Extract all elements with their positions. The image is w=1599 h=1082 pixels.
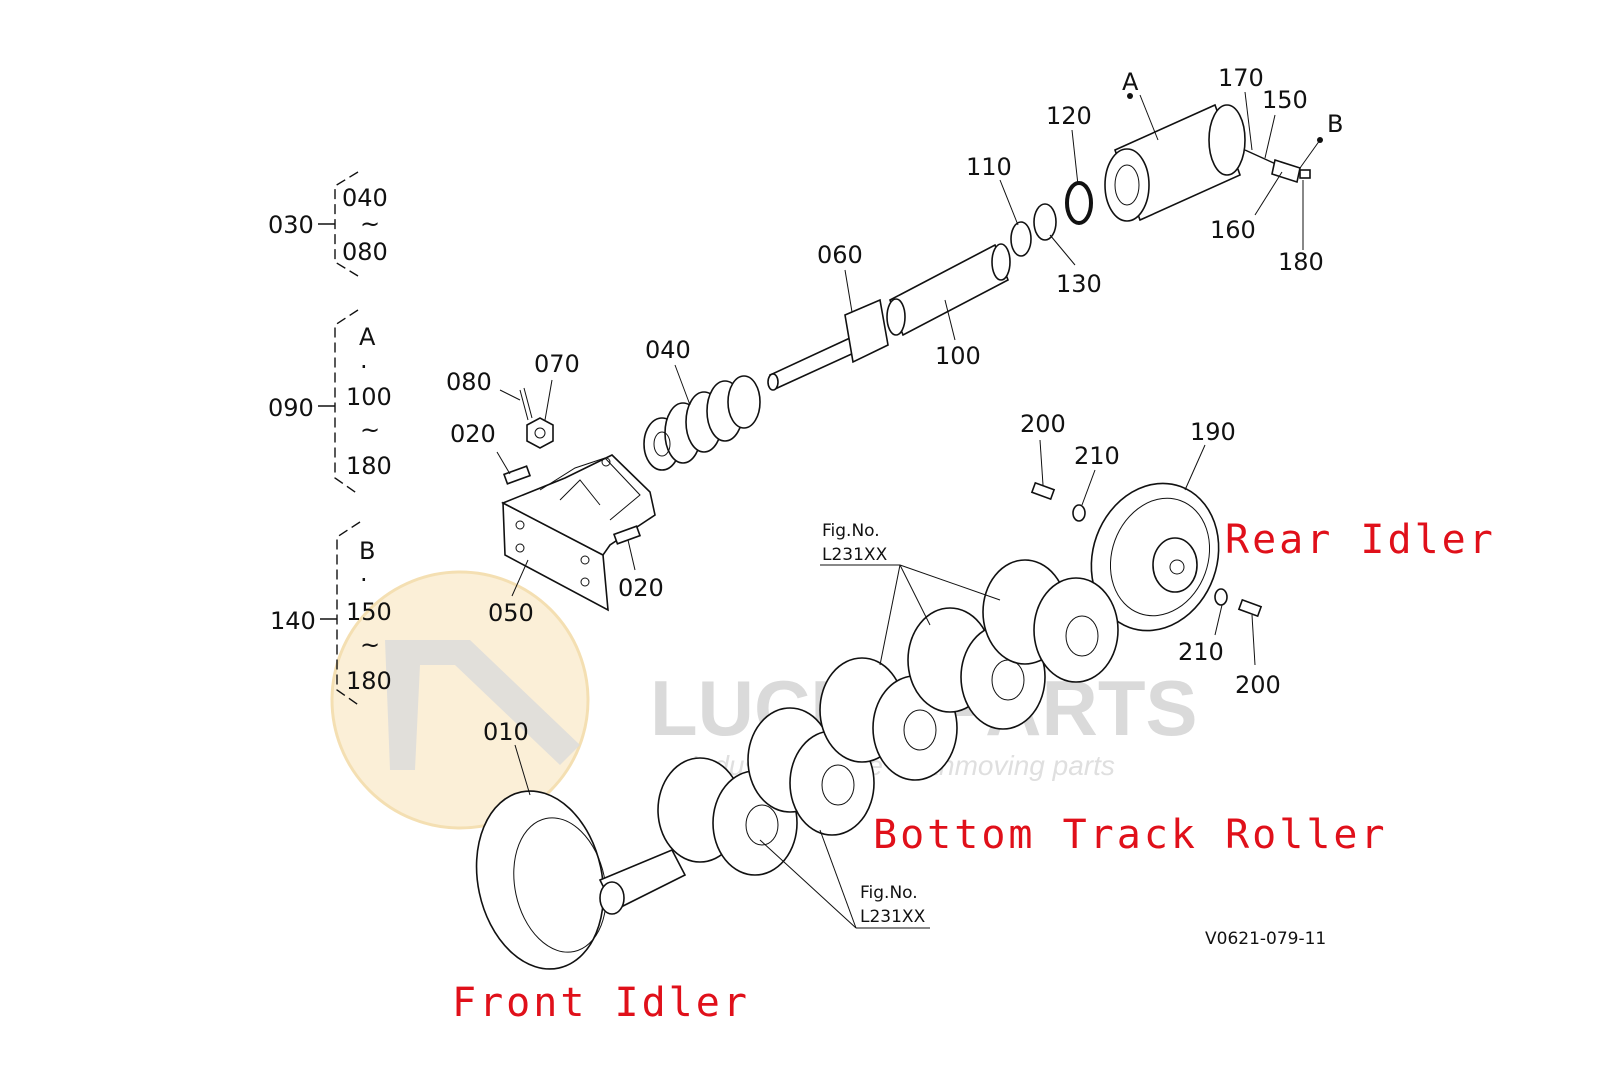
callout-200-lower: 200 <box>1235 671 1281 699</box>
callout-190: 190 <box>1190 418 1236 446</box>
group-item: · <box>360 353 368 381</box>
title-bottom-track-roller: Bottom Track Roller <box>873 812 1388 858</box>
front-idler-010 <box>475 790 687 970</box>
washer-210-upper <box>1072 504 1086 522</box>
bolt-200-lower <box>1237 598 1263 618</box>
callout-160: 160 <box>1210 216 1256 244</box>
group-item: · <box>360 566 368 594</box>
spring-040 <box>643 375 761 471</box>
callout-040: 040 <box>645 336 691 364</box>
group-item: 150 <box>346 598 392 626</box>
callout-050: 050 <box>488 599 534 627</box>
callout-100: 100 <box>935 342 981 370</box>
tube-assembly-A <box>1104 103 1246 222</box>
ring-110 <box>1010 221 1032 257</box>
nut-070 <box>526 417 554 449</box>
group-label-140: 140 <box>270 607 316 635</box>
grease-fitting-B <box>1244 149 1311 184</box>
watermark-logo-mark <box>385 640 580 770</box>
fig-ref-lower: Fig.No. L231XX <box>860 883 926 927</box>
track-roller-5 <box>982 559 1119 683</box>
pin-080 <box>519 387 533 421</box>
group-label-030: 030 <box>268 211 314 239</box>
group-item: ~ <box>360 416 380 444</box>
group-item: ~ <box>360 210 380 238</box>
fig-ref-upper: Fig.No. L231XX <box>822 521 888 565</box>
rod-060 <box>767 298 889 391</box>
callouts: A 170 150 B 160 180 120 110 130 060 100 … <box>446 64 1343 746</box>
title-rear-idler: Rear Idler <box>1225 517 1496 563</box>
callout-060: 060 <box>817 241 863 269</box>
group-030: 030 040 ~ 080 <box>268 171 388 277</box>
group-item: 080 <box>342 238 388 266</box>
callout-130: 130 <box>1056 270 1102 298</box>
ring-120 <box>1065 181 1093 225</box>
fig-ref-line2: L231XX <box>860 907 926 927</box>
leader-lines <box>496 91 1321 929</box>
group-item: 100 <box>346 383 392 411</box>
callout-180: 180 <box>1278 248 1324 276</box>
callout-110: 110 <box>966 153 1012 181</box>
rear-idler-190 <box>1090 482 1220 632</box>
callout-170: 170 <box>1218 64 1264 92</box>
group-label-090: 090 <box>268 394 314 422</box>
title-front-idler: Front Idler <box>452 980 750 1026</box>
callout-200-upper: 200 <box>1020 410 1066 438</box>
cylinder-100 <box>886 243 1011 337</box>
group-item: B <box>359 537 375 565</box>
group-090: 090 A · 100 ~ 180 <box>268 309 392 495</box>
bolt-200-upper <box>1030 481 1056 501</box>
group-item: ~ <box>360 631 380 659</box>
callout-B: B <box>1327 110 1343 138</box>
callout-080: 080 <box>446 368 492 396</box>
drawing-code: V0621-079-11 <box>1205 929 1326 949</box>
bolt-020-upper <box>502 465 532 485</box>
bracket-050 <box>501 454 656 612</box>
callout-010: 010 <box>483 718 529 746</box>
group-item: 180 <box>346 452 392 480</box>
bolt-020-lower <box>612 525 642 545</box>
callout-120: 120 <box>1046 102 1092 130</box>
callout-020-upper: 020 <box>450 420 496 448</box>
ring-130 <box>1033 203 1057 241</box>
group-item: 180 <box>346 667 392 695</box>
callout-A: A <box>1122 68 1139 96</box>
washer-210-lower <box>1214 588 1228 606</box>
callout-150: 150 <box>1262 86 1308 114</box>
fig-ref-line1: Fig.No. <box>822 521 880 541</box>
callout-070: 070 <box>534 350 580 378</box>
group-item: A <box>359 323 376 351</box>
callout-210-upper: 210 <box>1074 442 1120 470</box>
callout-210-lower: 210 <box>1178 638 1224 666</box>
callout-020-lower: 020 <box>618 574 664 602</box>
fig-ref-line1: Fig.No. <box>860 883 918 903</box>
group-140: 140 B · 150 ~ 180 <box>270 521 392 707</box>
fig-ref-line2: L231XX <box>822 545 888 565</box>
group-item: 040 <box>342 184 388 212</box>
